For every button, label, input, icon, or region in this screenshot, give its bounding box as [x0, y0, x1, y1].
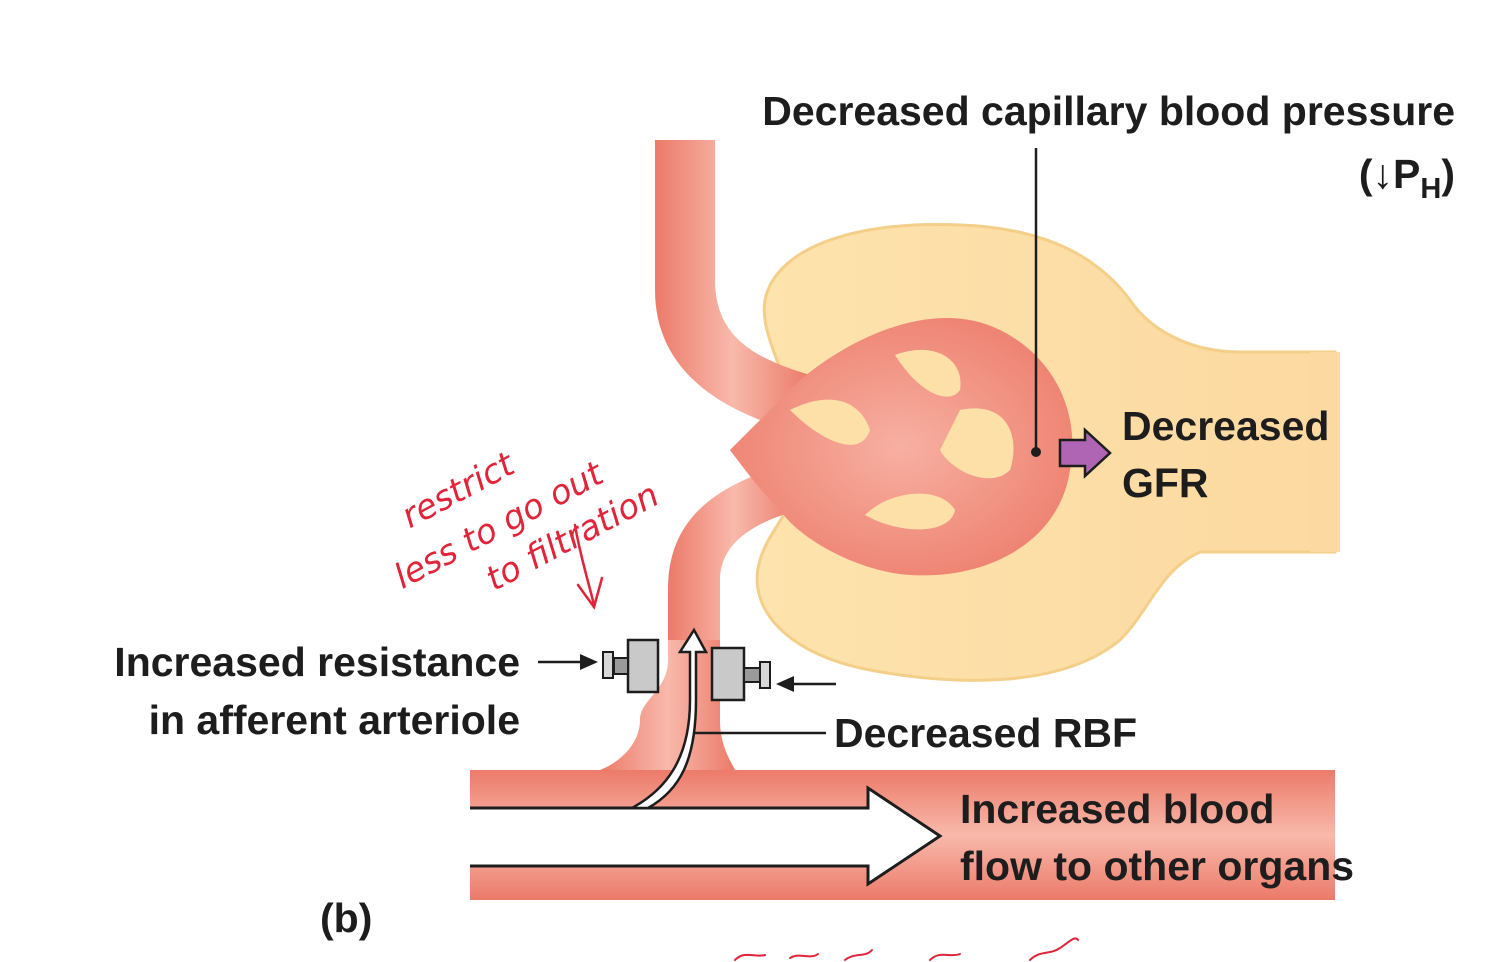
gfr-arrow: [1058, 427, 1112, 479]
afferent-arteriole: [600, 465, 800, 770]
clamp-left: [602, 638, 660, 694]
resistance-label-line1: Increased resistance: [114, 639, 520, 685]
capillary-pressure-symbol: (↓PH): [1359, 151, 1455, 205]
flow-label-line2: flow to other organs: [960, 843, 1354, 889]
capillary-gap-3: [940, 408, 1014, 479]
handwritten-arrow: [573, 523, 604, 610]
clamp-right: [710, 646, 771, 702]
capillary-pressure-label: Decreased capillary blood pressure: [762, 88, 1455, 134]
handwritten-note: restrict less to go out to filtration: [388, 444, 666, 600]
panel-label: (b): [320, 895, 372, 941]
capillary-gap-1: [895, 349, 961, 397]
resistance-label-line2: in afferent arteriole: [149, 697, 520, 743]
flow-arrows: [470, 627, 943, 887]
handwritten-scribble-bottom: [734, 937, 1079, 961]
efferent-arteriole: [655, 140, 810, 430]
rbf-label: Decreased RBF: [834, 710, 1137, 756]
gfr-label-line1: Decreased: [1122, 403, 1329, 449]
capillary-gap-4: [865, 493, 955, 530]
pointer-arrowheads: [580, 447, 1041, 692]
capillary-gap-2: [790, 399, 870, 445]
gfr-label-line2: GFR: [1122, 460, 1209, 506]
glomerulus: [730, 318, 1073, 576]
flow-label-line1: Increased blood: [960, 786, 1274, 832]
